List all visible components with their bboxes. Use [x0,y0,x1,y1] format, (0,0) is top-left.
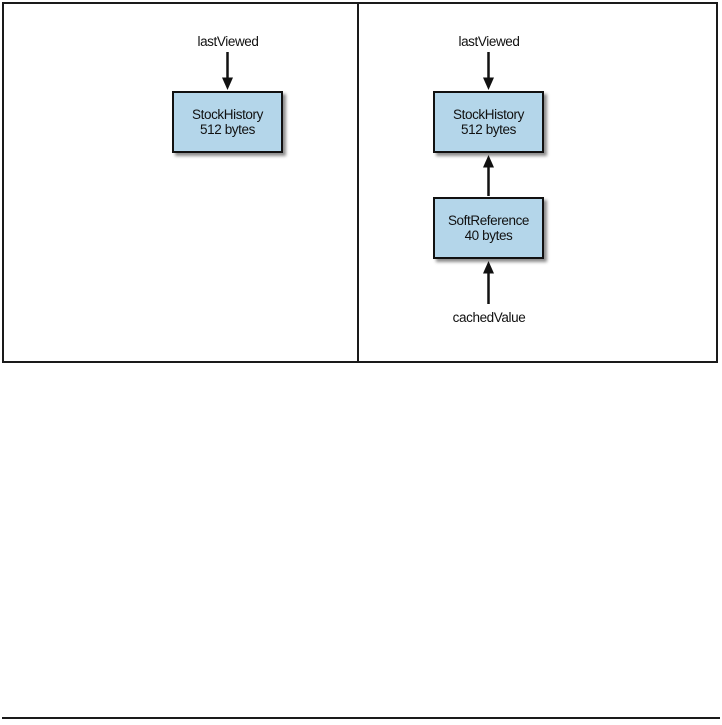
node-stockhistory-right: StockHistory 512 bytes [433,91,544,153]
node-size: 40 bytes [464,228,513,243]
node-softreference: SoftReference 40 bytes [433,197,544,259]
node-size: 512 bytes [200,122,255,137]
pointer-label-lastviewed-left: lastViewed [197,34,259,49]
pointer-label-lastviewed-right: lastViewed [458,34,520,49]
node-title: StockHistory [453,106,524,122]
bottom-rule [2,717,720,719]
figure-frame [2,2,718,363]
panel-divider [357,2,359,363]
node-stockhistory-left: StockHistory 512 bytes [172,91,283,153]
node-title: SoftReference [447,212,530,228]
node-title: StockHistory [192,106,263,122]
pointer-label-cachedvalue: cachedValue [452,310,526,325]
node-size: 512 bytes [461,122,516,137]
